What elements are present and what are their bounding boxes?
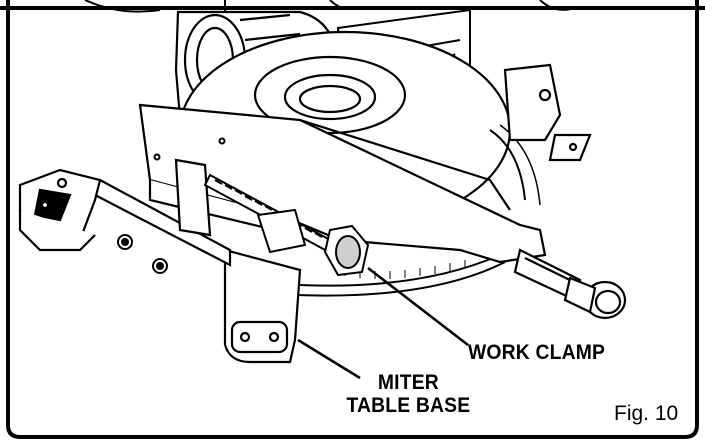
table-base — [93, 103, 547, 364]
work-clamp-leader — [367, 267, 469, 346]
clamp-plate — [174, 158, 212, 237]
figure-frame — [6, 0, 699, 439]
miter-label-line1: MITER — [377, 371, 439, 394]
top-cut-shapes — [84, 0, 576, 14]
right-foot — [503, 63, 592, 162]
work-clamp — [203, 173, 370, 277]
work-clamp-label: WORK CLAMP — [468, 341, 606, 364]
miter-table-base-label: MITER TABLE BASE — [344, 371, 473, 417]
miter-label-line2: TABLE BASE — [346, 393, 471, 417]
miter-base-leader — [297, 338, 361, 380]
leader-lines — [297, 267, 469, 380]
left-foot — [18, 168, 102, 252]
figure-caption: Fig. 10 — [614, 402, 679, 425]
right-handle — [513, 248, 627, 320]
side-holes — [117, 137, 226, 274]
